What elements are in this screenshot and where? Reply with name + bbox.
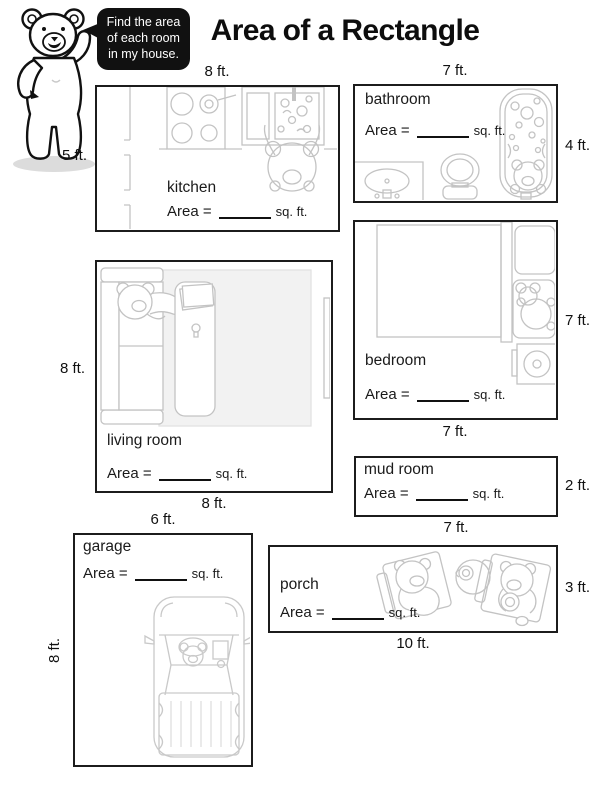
kitchen-name: kitchen	[167, 179, 217, 196]
porch-illustration	[376, 551, 552, 627]
mud-room-area-line: Area = sq. ft.	[364, 485, 504, 502]
bedroom-area-line: Area = sq. ft.	[365, 386, 505, 403]
garage-answer-blank	[134, 579, 187, 581]
area-label: Area =	[167, 203, 212, 220]
sqft-label: sq. ft.	[388, 605, 421, 620]
living-room-illustration	[100, 267, 330, 427]
door-icon	[323, 297, 330, 399]
area-label: Area =	[365, 122, 410, 139]
bear-in-tub-icon	[507, 143, 547, 195]
living-room-answer-blank	[158, 479, 211, 481]
garage-top-dim: 6 ft.	[150, 511, 176, 528]
sqft-label: sq. ft.	[275, 204, 308, 219]
teddy-bear-icon	[512, 279, 555, 339]
toilet-icon	[440, 153, 480, 200]
living-room-left-dim: 8 ft.	[60, 360, 86, 377]
kitchen-illustration	[124, 87, 337, 229]
garage-illustration	[144, 596, 250, 758]
bathroom-area-line: Area = sq. ft.	[365, 122, 505, 139]
area-label: Area =	[280, 604, 325, 621]
sqft-label: sq. ft.	[215, 466, 248, 481]
bathroom-answer-blank	[416, 136, 469, 138]
speech-line-3: in my house.	[108, 47, 179, 61]
speaker-icon	[511, 343, 555, 385]
sink-icon	[241, 87, 325, 146]
bedroom-name: bedroom	[365, 352, 427, 369]
speech-line-1: Find the area	[106, 15, 181, 29]
mud-room-answer-blank	[415, 499, 468, 501]
room-garage: garage Area = sq. ft.	[73, 533, 253, 767]
coffee-table-icon	[174, 281, 216, 417]
porch-bear-left-icon	[393, 557, 440, 616]
bear-at-sink-icon	[263, 124, 321, 192]
stove-icon	[166, 87, 237, 150]
counter-icon	[124, 87, 337, 229]
porch-area-line: Area = sq. ft.	[280, 604, 420, 621]
garage-area-line: Area = sq. ft.	[83, 565, 223, 582]
bathroom-sink-icon	[355, 161, 424, 200]
room-porch: porch Area = sq. ft.	[268, 545, 558, 633]
porch-right-dim: 3 ft.	[565, 579, 591, 596]
kitchen-top-dim: 8 ft.	[204, 63, 230, 80]
speech-line-2: of each room	[107, 31, 180, 45]
room-kitchen: kitchen Area = sq. ft.	[95, 85, 340, 232]
speech-bubble: Find the area of each room in my house.	[83, 8, 190, 70]
room-bedroom: bedroom Area = sq. ft.	[353, 220, 558, 420]
bedroom-right-dim: 7 ft.	[565, 312, 591, 329]
garage-name: garage	[83, 538, 132, 555]
couch-icon	[100, 267, 164, 425]
page-title: Area of a Rectangle	[210, 14, 480, 47]
room-living-room: living room Area = sq. ft.	[95, 260, 333, 493]
kitchen-answer-blank	[218, 217, 271, 219]
room-bathroom: bathroom Area = sq. ft.	[353, 84, 558, 203]
sqft-label: sq. ft.	[473, 123, 506, 138]
area-label: Area =	[83, 565, 128, 582]
bathroom-name: bathroom	[365, 91, 431, 108]
bedroom-bottom-dim: 7 ft.	[442, 423, 468, 440]
porch-bear-right-icon	[498, 560, 537, 627]
area-label: Area =	[364, 485, 409, 502]
bed-icon	[376, 222, 513, 343]
room-mud-room: mud room Area = sq. ft.	[354, 456, 558, 517]
mud-room-bottom-dim: 7 ft.	[443, 519, 469, 536]
mud-room-right-dim: 2 ft.	[565, 477, 591, 494]
garage-left-dim: 8 ft.	[46, 637, 64, 664]
bubbles-icon	[508, 97, 546, 154]
porch-chair-right-icon	[474, 553, 552, 623]
bathtub-icon	[499, 88, 553, 200]
bear-driver-icon	[178, 637, 208, 667]
kitchen-area-line: Area = sq. ft.	[167, 203, 307, 220]
nightstand-icon	[514, 225, 555, 275]
truck-icon	[144, 596, 250, 758]
living-room-bottom-dim: 8 ft.	[201, 495, 227, 512]
porch-bottom-dim: 10 ft.	[396, 635, 430, 652]
bathroom-illustration	[355, 88, 553, 200]
mud-room-name: mud room	[364, 461, 434, 478]
bear-mascot-icon	[13, 8, 95, 172]
bathroom-right-dim: 4 ft.	[565, 137, 591, 154]
living-room-name: living room	[107, 432, 182, 449]
sqft-label: sq. ft.	[472, 486, 505, 501]
bedroom-illustration	[376, 222, 555, 385]
sqft-label: sq. ft.	[473, 387, 506, 402]
kitchen-left-dim: 5 ft.	[62, 147, 88, 164]
bedroom-answer-blank	[416, 400, 469, 402]
porch-name: porch	[280, 576, 319, 593]
living-room-area-line: Area = sq. ft.	[107, 465, 247, 482]
bathroom-top-dim: 7 ft.	[442, 62, 468, 79]
area-label: Area =	[365, 386, 410, 403]
area-label: Area =	[107, 465, 152, 482]
porch-answer-blank	[331, 618, 384, 620]
sqft-label: sq. ft.	[191, 566, 224, 581]
